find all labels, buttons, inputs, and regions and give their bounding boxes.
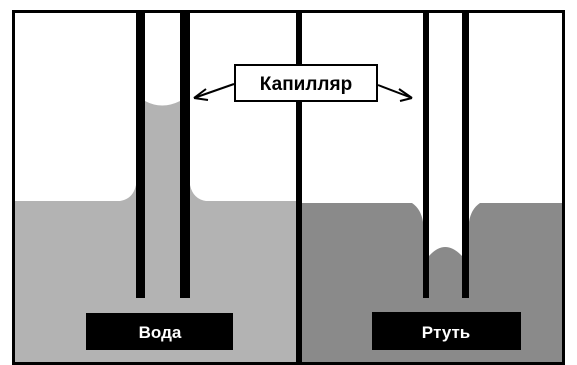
right-arrow <box>377 84 413 102</box>
capillary-label: Капилляр <box>260 74 352 95</box>
mercury-label-box <box>372 312 521 350</box>
mercury-capillary-left-wall <box>423 10 429 298</box>
water-capillary-right-wall <box>180 10 190 298</box>
mercury-capillary-right-wall <box>462 10 469 298</box>
capillary-label-box <box>234 64 378 102</box>
water-body <box>15 101 298 362</box>
water-capillary-left-wall <box>136 10 145 298</box>
outer-frame <box>12 10 565 365</box>
water-label-box <box>86 313 233 350</box>
center-divider <box>296 10 302 365</box>
water-label: Вода <box>139 323 182 342</box>
left-arrow <box>193 83 235 101</box>
mercury-label: Ртуть <box>422 323 471 342</box>
